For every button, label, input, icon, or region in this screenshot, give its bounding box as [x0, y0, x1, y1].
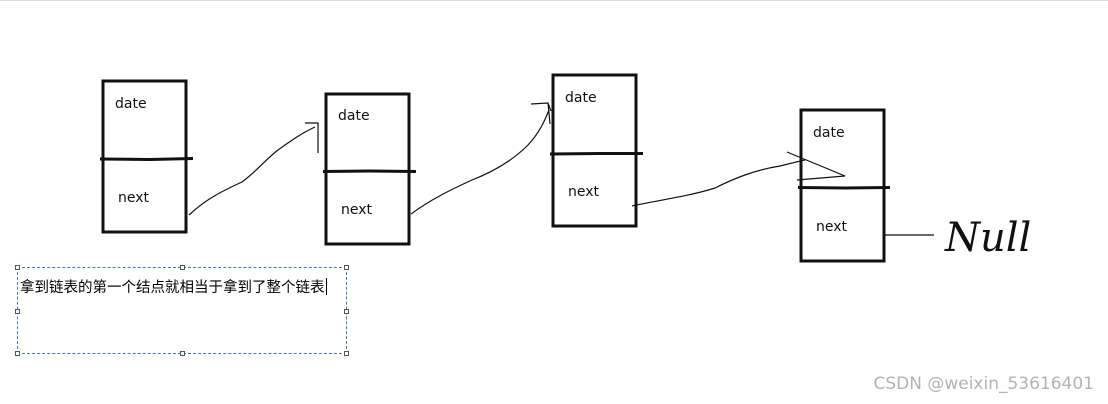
node-1-next-label: next	[118, 190, 150, 206]
list-node-3: date next	[549, 73, 643, 228]
node-2-data-label: date	[338, 108, 370, 124]
resize-handle-middle-left[interactable]	[15, 309, 20, 314]
node-4-next-label: next	[816, 219, 848, 235]
node-4-data-label: date	[813, 125, 845, 141]
resize-handle-top-right[interactable]	[344, 265, 349, 270]
annotation-text-line[interactable]: 拿到链表的第一个结点就相当于拿到了整个链表	[20, 276, 327, 297]
list-node-2: date next	[322, 92, 417, 246]
node-1-box	[101, 79, 188, 234]
node-3-data-label: date	[565, 90, 597, 106]
resize-handle-bottom-center[interactable]	[180, 351, 185, 356]
resize-handle-bottom-right[interactable]	[344, 351, 349, 356]
top-border-line	[0, 0, 1108, 1]
annotation-text: 拿到链表的第一个结点就相当于拿到了整个链表	[20, 280, 325, 296]
node-3-box	[551, 73, 638, 228]
node-3-next-label: next	[568, 184, 600, 200]
node-2-next-label: next	[341, 202, 373, 218]
node-4-divider	[797, 186, 891, 190]
resize-handle-top-center[interactable]	[180, 265, 185, 270]
resize-handle-top-left[interactable]	[15, 265, 20, 270]
text-caret	[325, 278, 327, 295]
null-label: Null	[944, 215, 1031, 261]
annotation-textbox[interactable]: 拿到链表的第一个结点就相当于拿到了整个链表	[15, 265, 349, 356]
node-4-box	[799, 108, 886, 263]
resize-handle-middle-right[interactable]	[344, 309, 349, 314]
node-2-divider	[322, 169, 417, 173]
node-3-divider	[549, 152, 643, 156]
pointer-arrow-2-to-3	[410, 102, 552, 215]
pointer-arrow-3-to-4	[631, 151, 846, 207]
resize-handle-bottom-left[interactable]	[15, 351, 20, 356]
node-2-box	[324, 92, 411, 246]
node-1-data-label: date	[115, 96, 147, 112]
pointer-arrow-1-to-2	[188, 122, 319, 216]
node-1-divider	[99, 157, 194, 162]
csdn-watermark: CSDN @weixin_53616401	[873, 374, 1094, 394]
list-node-1: date next	[99, 79, 194, 234]
list-node-4: date next	[797, 108, 891, 263]
